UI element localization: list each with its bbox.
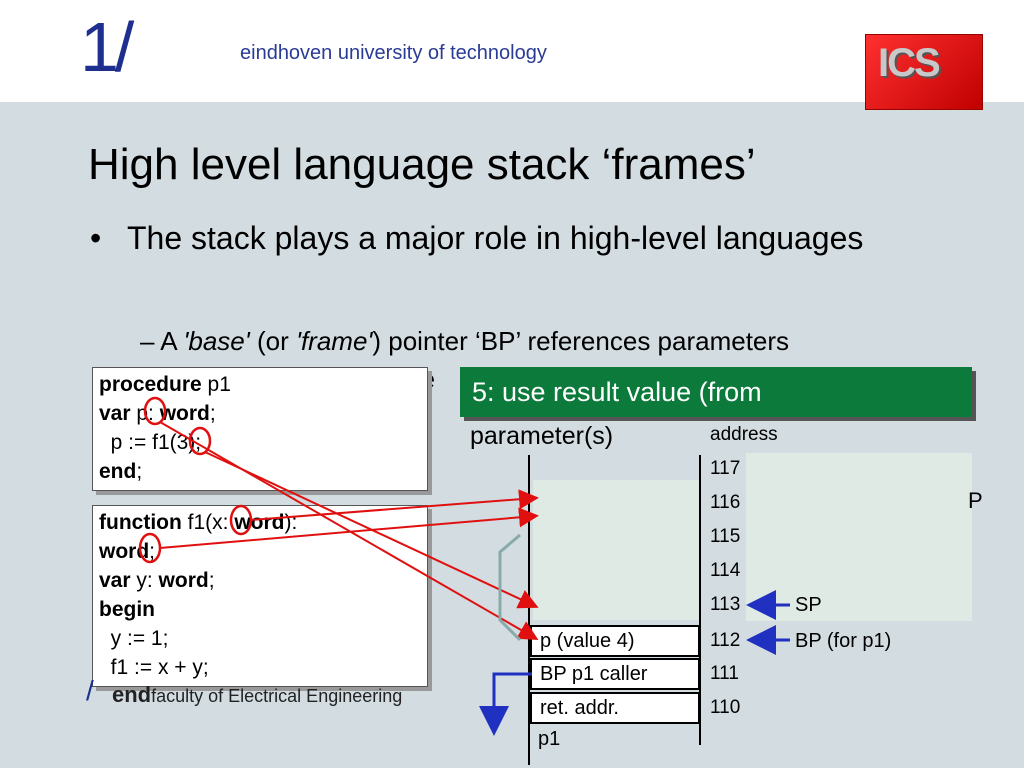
code-line: word;	[99, 540, 156, 563]
slide-title: High level language stack ‘frames’	[88, 140, 756, 189]
code-line: procedure p1	[99, 373, 231, 396]
procedure-code-box: procedure p1 var p: word; p := f1(3); en…	[92, 367, 428, 491]
ics-logo-text: ICS	[878, 41, 941, 85]
footer-slash: /	[86, 675, 94, 706]
address-117: 117	[710, 458, 741, 479]
code-line: end;	[99, 460, 143, 483]
sub-prefix: A	[160, 326, 177, 356]
circle-f1-arg	[188, 426, 212, 456]
address-111: 111	[710, 663, 739, 684]
address-header: address	[710, 424, 778, 445]
arrow-x-to-stack	[249, 489, 539, 521]
address-114: 114	[710, 560, 741, 581]
circle-p-var	[143, 396, 167, 426]
address-113: 113	[710, 594, 741, 615]
arrow-arg-to-stack	[204, 451, 539, 609]
sub-frame: 'frame'	[295, 326, 373, 356]
step-callout: 5: use result value (from	[460, 367, 972, 417]
sub-base: 'base'	[183, 326, 250, 356]
stack-cell-p: p (value 4)	[530, 625, 700, 657]
caller-bp-arrow	[479, 672, 532, 736]
ics-logo: ICS	[865, 34, 983, 110]
sub-or: (or	[256, 326, 289, 356]
stack-cell-ret-addr: ret. addr.	[530, 692, 700, 724]
stack-cell-p1: p1	[538, 728, 561, 750]
sp-label: SP	[795, 594, 822, 616]
arrow-p-to-stack	[159, 421, 539, 640]
code-line: p := f1(3);	[99, 431, 202, 454]
tue-logo: 1/	[80, 8, 134, 86]
bp-label: BP (for p1)	[795, 630, 892, 652]
bullet-dot: •	[90, 220, 102, 256]
code-line: function f1(x: word):	[99, 511, 298, 534]
address-110: 110	[710, 697, 741, 718]
code-line: f1 := x + y;	[99, 656, 209, 679]
arrow-result-to-stack	[159, 507, 539, 549]
stack-cell-bp-caller: BP p1 caller	[530, 658, 700, 690]
step-callout-text: 5: use result value (from	[472, 377, 762, 407]
stack-left-wall	[528, 455, 530, 765]
circle-x-param	[229, 504, 253, 536]
address-115: 115	[710, 526, 741, 547]
footer-text: endfaculty of Electrical Engineering	[112, 682, 403, 707]
frame-bracket	[498, 533, 522, 642]
code-line: var y: word;	[99, 569, 215, 592]
right-fragment: P	[968, 488, 983, 513]
address-112: 112	[710, 630, 741, 651]
sub-rest: ) pointer ‘BP’ references parameters	[372, 326, 790, 356]
code-line: begin	[99, 598, 155, 621]
stack-empty-region	[533, 480, 701, 620]
university-name: eindhoven university of technology	[240, 42, 547, 64]
code-line: y := 1;	[99, 627, 169, 650]
header-bar: 1/ eindhoven university of technology IC…	[0, 0, 1024, 110]
sub-dash: –	[140, 326, 155, 356]
circle-result-type	[138, 532, 162, 564]
address-116: 116	[710, 492, 741, 513]
stack-right-wall	[699, 455, 701, 745]
bullet-text: The stack plays a major role in high-lev…	[127, 220, 864, 256]
overlapping-labels: parameter(s)	[470, 422, 614, 450]
stack-overlay-panel	[746, 453, 972, 621]
